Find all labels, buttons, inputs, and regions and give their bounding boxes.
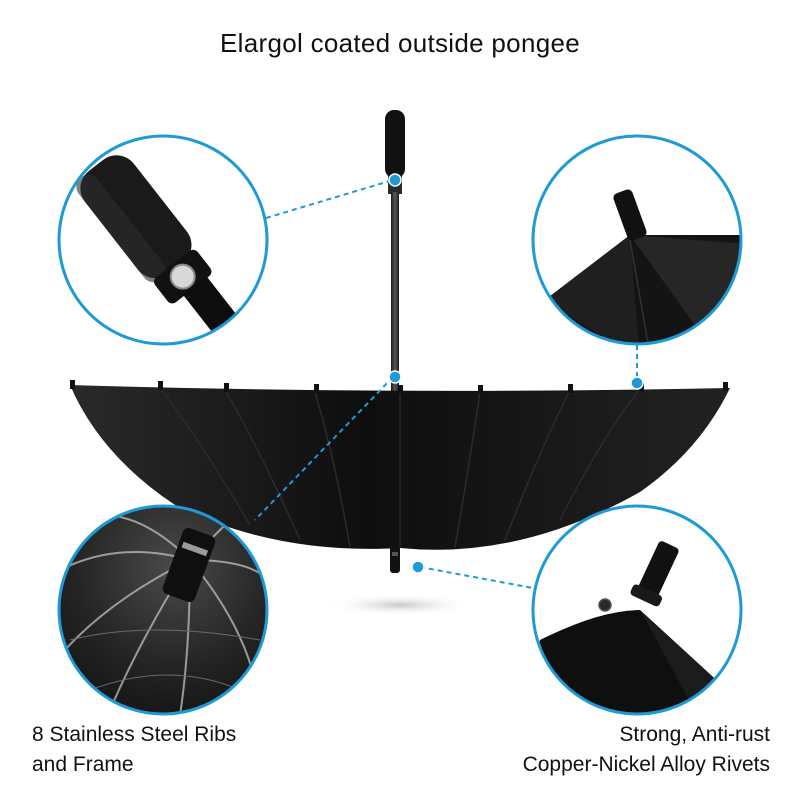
marker-ferrule-dot — [411, 560, 425, 574]
rivet-closeup — [531, 504, 743, 716]
floor-shadow — [325, 594, 475, 616]
ribs-closeup — [57, 504, 269, 716]
marker-handle-dot — [388, 173, 402, 187]
caption-rivets-line1: Strong, Anti-rust — [619, 723, 770, 746]
caption-rivets: Strong, Anti-rust Copper-Nickel Alloy Ri… — [523, 720, 770, 780]
tip-closeup — [531, 134, 743, 346]
marker-tip-dot — [630, 376, 644, 390]
umbrella-handle — [385, 110, 405, 178]
umbrella-ferrule — [390, 545, 400, 573]
caption-ribs: 8 Stainless Steel Ribs and Frame — [32, 720, 236, 780]
caption-ribs-line2: and Frame — [32, 753, 134, 776]
page-title: Elargol coated outside pongee — [220, 28, 580, 58]
caption-ribs-line1: 8 Stainless Steel Ribs — [32, 723, 237, 746]
caption-rivets-line2: Copper-Nickel Alloy Rivets — [522, 753, 770, 776]
handle-closeup — [57, 134, 269, 346]
marker-canopy-dot — [388, 370, 402, 384]
umbrella-shaft — [391, 192, 399, 397]
